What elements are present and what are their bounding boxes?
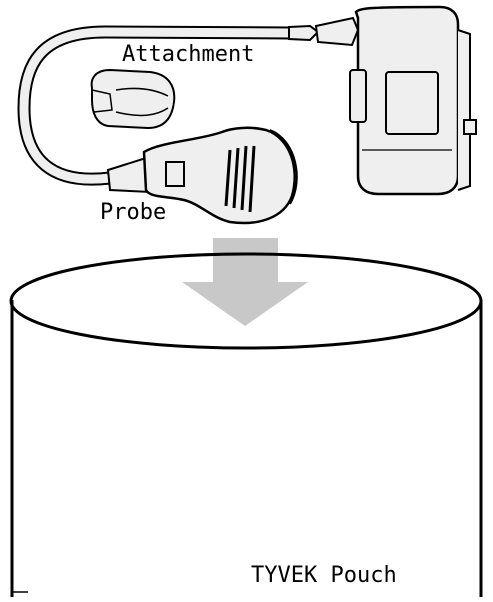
probe-label: Probe — [99, 200, 168, 225]
attachment-label: Attachment — [120, 42, 257, 67]
tyvek-pouch-label: TYVEK Pouch — [251, 563, 397, 588]
tyvek-pouch — [9, 252, 483, 597]
cable-inner — [19, 27, 297, 184]
probe-cap — [90, 68, 176, 130]
down-arrow — [182, 238, 308, 326]
attachment-connector — [288, 5, 477, 196]
probe — [106, 126, 298, 225]
